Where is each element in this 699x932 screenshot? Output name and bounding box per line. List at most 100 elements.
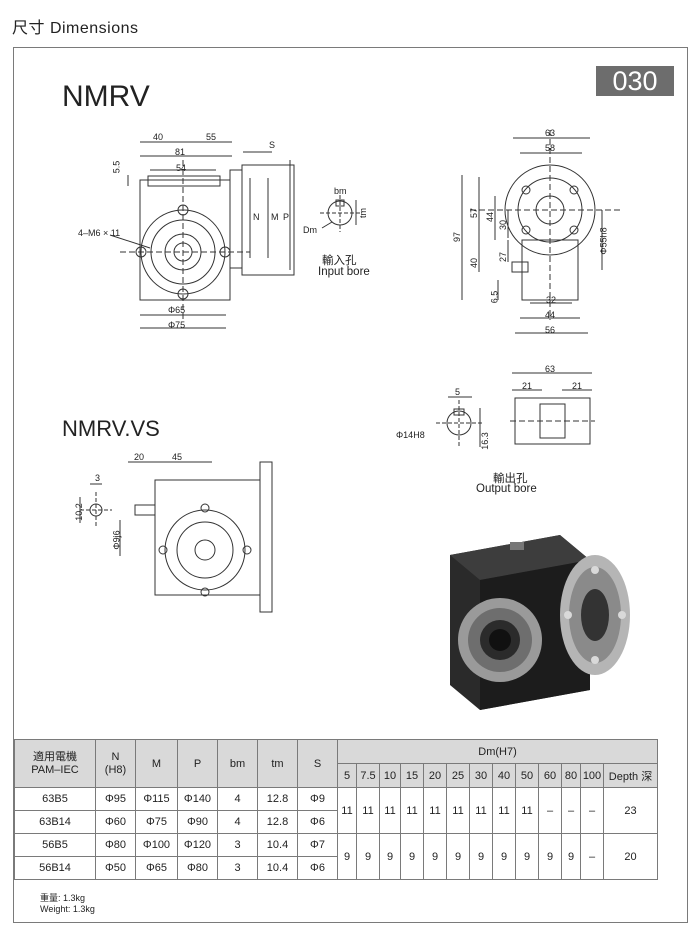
cell-dm: 11 bbox=[379, 787, 401, 834]
table-row: 56B5 Φ80 Φ100 Φ120 3 10.4 Φ7 9 9 9 9 9 9… bbox=[14, 833, 658, 880]
cell-dm: – bbox=[580, 833, 604, 880]
dm-col: 40 bbox=[492, 763, 516, 788]
cell-dm: 9 bbox=[492, 833, 516, 880]
dm-col: 20 bbox=[423, 763, 447, 788]
dim-phi65: Φ65 bbox=[168, 305, 186, 315]
dim-40: 40 bbox=[153, 132, 164, 142]
cell-motor: 56B14 bbox=[14, 856, 96, 880]
dim-P: P bbox=[283, 212, 290, 222]
dm-col: 7.5 bbox=[356, 763, 380, 788]
dim-vs-phi9: Φ9j6 bbox=[111, 530, 122, 550]
cell-S: Φ7 bbox=[297, 833, 338, 857]
cell-dm: – bbox=[561, 787, 581, 834]
dim-side-27: 27 bbox=[498, 251, 509, 263]
dim-bm: bm bbox=[334, 186, 347, 196]
col-tm: tm bbox=[257, 739, 298, 788]
cell-dm: 9 bbox=[356, 833, 380, 880]
cell-P: Φ120 bbox=[177, 833, 218, 857]
cell-S: Φ9 bbox=[297, 787, 338, 811]
cell-N: Φ60 bbox=[95, 810, 136, 834]
cell-dm: 11 bbox=[356, 787, 380, 834]
table-row: 56B14 Φ50 Φ65 Φ80 3 10.4 Φ6 bbox=[14, 856, 658, 880]
col-bm: bm bbox=[217, 739, 258, 788]
cell-N: Φ80 bbox=[95, 833, 136, 857]
col-motor: 適用電機 PAM–IEC bbox=[14, 739, 96, 788]
cell-dm: 9 bbox=[446, 833, 470, 880]
vs-view-drawing bbox=[79, 461, 273, 613]
cell-S: Φ6 bbox=[297, 810, 338, 834]
output-bore-caption-en: Output bore bbox=[476, 483, 537, 495]
cell-S: Φ6 bbox=[297, 856, 338, 880]
dim-side-40: 40 bbox=[469, 257, 480, 269]
input-bore-caption-en: Input bore bbox=[318, 266, 370, 278]
dim-side-63: 63 bbox=[545, 128, 556, 138]
table-row: 63B5 Φ95 Φ115 Φ140 4 12.8 Φ9 11 11 11 11… bbox=[14, 787, 658, 834]
cell-bm: 3 bbox=[217, 833, 258, 857]
dim-side-6-5: 6.5 bbox=[489, 290, 500, 304]
dim-S: S bbox=[269, 140, 276, 150]
cell-dm: – bbox=[538, 787, 562, 834]
dm-col: 5 bbox=[337, 763, 357, 788]
dim-side-44h: 44 bbox=[545, 310, 556, 320]
gearbox-photo bbox=[450, 535, 630, 710]
cell-depth: 20 bbox=[603, 833, 658, 880]
cell-M: Φ65 bbox=[135, 856, 178, 880]
col-dm: Dm(H7) bbox=[337, 739, 658, 764]
col-depth: Depth 深 bbox=[603, 763, 658, 788]
dm-col: 80 bbox=[561, 763, 581, 788]
cell-dm: 11 bbox=[337, 787, 357, 834]
nmrv-vs-title: NMRV.VS bbox=[62, 416, 160, 441]
dim-Dm: Dm bbox=[303, 225, 317, 235]
dim-side-56: 56 bbox=[545, 325, 556, 335]
cell-N: Φ95 bbox=[95, 787, 136, 811]
dim-54: 54 bbox=[176, 163, 187, 173]
output-bore-caption-cn: 輸出孔 bbox=[493, 473, 528, 485]
model-size-badge: 030 bbox=[596, 66, 674, 96]
cell-dm: 9 bbox=[561, 833, 581, 880]
technical-drawings bbox=[79, 130, 620, 613]
dim-side-30: 30 bbox=[498, 219, 509, 231]
weight-en: Weight: 1.3kg bbox=[40, 904, 95, 914]
cell-dm: 9 bbox=[400, 833, 424, 880]
cell-M: Φ100 bbox=[135, 833, 178, 857]
dim-vs-45: 45 bbox=[172, 452, 183, 462]
cell-dm: 9 bbox=[538, 833, 562, 880]
dim-55: 55 bbox=[206, 132, 217, 142]
dim-vs-20: 20 bbox=[134, 452, 145, 462]
dim-side-44v: 44 bbox=[485, 211, 496, 223]
cell-dm: 11 bbox=[423, 787, 447, 834]
dm-col: 10 bbox=[379, 763, 401, 788]
cell-M: Φ115 bbox=[135, 787, 178, 811]
cell-bm: 4 bbox=[217, 787, 258, 811]
cell-dm: – bbox=[580, 787, 604, 834]
output-bore-drawing bbox=[436, 372, 595, 447]
cell-motor: 56B5 bbox=[14, 833, 96, 857]
cell-M: Φ75 bbox=[135, 810, 178, 834]
cell-tm: 10.4 bbox=[257, 833, 298, 857]
dim-side-phi55: Φ55h8 bbox=[598, 227, 609, 255]
dm-col: 25 bbox=[446, 763, 470, 788]
col-M: M bbox=[135, 739, 178, 788]
cell-motor: 63B5 bbox=[14, 787, 96, 811]
cell-tm: 10.4 bbox=[257, 856, 298, 880]
cell-dm: 11 bbox=[492, 787, 516, 834]
cell-N: Φ50 bbox=[95, 856, 136, 880]
dm-col: 50 bbox=[515, 763, 539, 788]
input-bore-caption-cn: 輸入孔 bbox=[322, 255, 357, 267]
cell-dm: 9 bbox=[379, 833, 401, 880]
dim-out-5: 5 bbox=[455, 387, 461, 397]
cell-depth: 23 bbox=[603, 787, 658, 834]
dm-col: 60 bbox=[538, 763, 562, 788]
dim-tm: tm bbox=[358, 208, 368, 218]
dim-screws: 4–M6 × 11 bbox=[78, 228, 121, 238]
cell-dm: 11 bbox=[515, 787, 539, 834]
dim-N: N bbox=[253, 212, 260, 222]
dim-5-5: 5.5 bbox=[111, 160, 122, 174]
dm-col: 30 bbox=[469, 763, 493, 788]
cell-tm: 12.8 bbox=[257, 810, 298, 834]
cell-dm: 11 bbox=[469, 787, 493, 834]
dim-vs-10-2: 10.2 bbox=[73, 503, 84, 521]
dim-81: 81 bbox=[175, 147, 186, 157]
page-header-title: 尺寸 Dimensions bbox=[12, 20, 139, 37]
col-N: N (H8) bbox=[95, 739, 136, 788]
